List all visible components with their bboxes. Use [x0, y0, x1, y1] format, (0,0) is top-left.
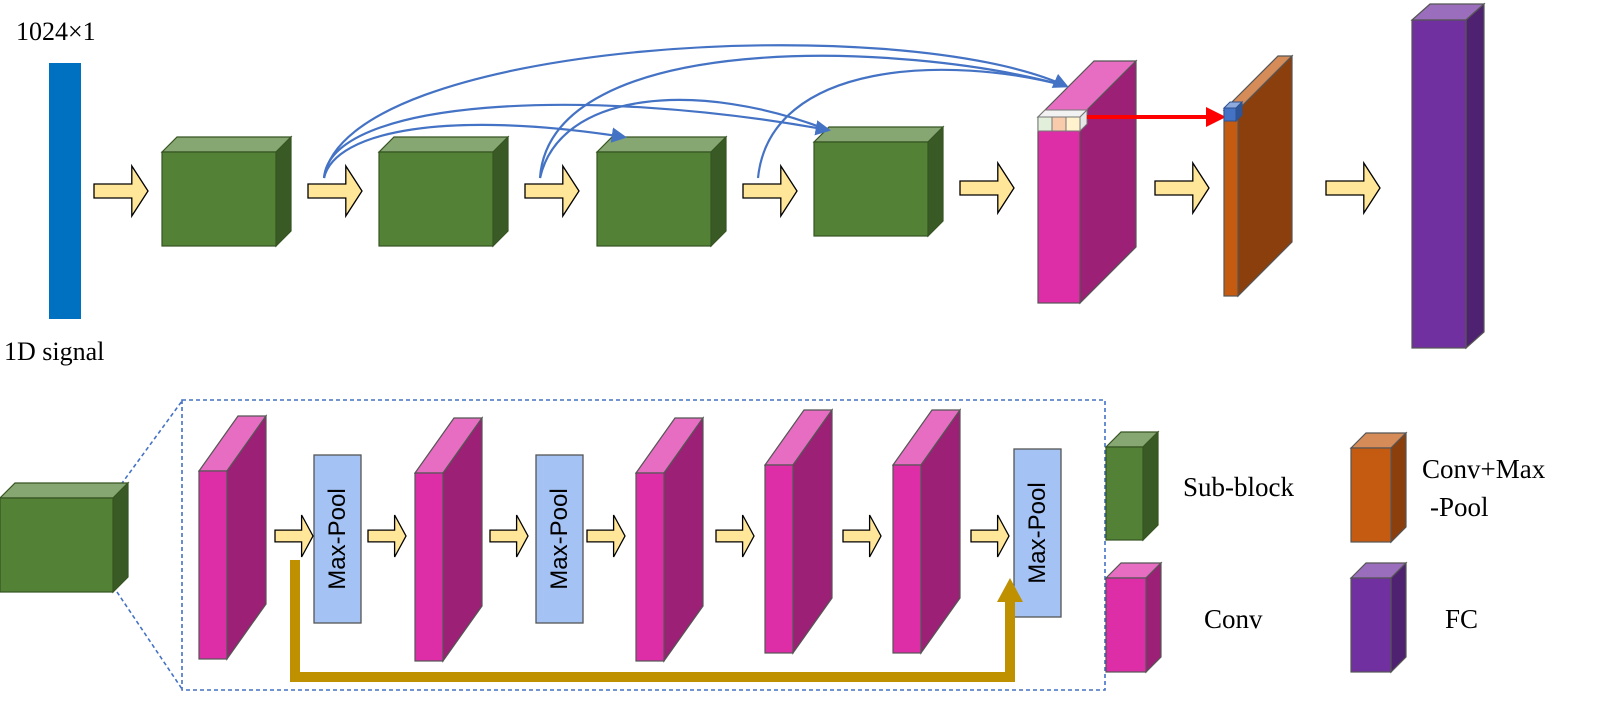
sub-block-2 [377, 135, 510, 248]
legend-label-sub-block: Sub-block [1183, 472, 1294, 502]
legend-label-conv-pool-line1: Conv+Max [1422, 454, 1546, 484]
detail-conv-3 [634, 416, 705, 663]
detail-flow-arrow-7 [970, 514, 1010, 558]
top-row-flow-arrows [93, 160, 1381, 219]
detail-conv-5 [891, 408, 962, 655]
detail-flow-arrow-6 [842, 514, 882, 558]
input-signal-bar [49, 63, 81, 319]
detail-conv-4 [763, 408, 834, 655]
detail-flow-arrow-5 [715, 514, 755, 558]
legend-swatch-conv [1104, 561, 1163, 674]
max-pool-label: Max-Pool [324, 488, 351, 589]
flow-arrow-5 [959, 160, 1015, 216]
sub-block-detail: Max-Pool Max-Pool Max-Pool [0, 408, 1062, 663]
sub-block-detail-frame [116, 399, 1106, 691]
legend-swatch-sub-block [1104, 430, 1160, 542]
residual-arrow-head [997, 578, 1023, 602]
skip-link-2-to-4 [538, 98, 829, 179]
detail-conv-1 [197, 414, 268, 661]
top-row-blocks [160, 2, 1486, 350]
fc-block [1410, 2, 1486, 350]
legend-swatch-conv-pool [1349, 431, 1408, 544]
pooled-cell [1222, 100, 1244, 123]
legend-label-conv-pool-line2: -Pool [1430, 492, 1489, 522]
max-pool-box-1: Max-Pool [313, 454, 362, 624]
sub-block-4 [812, 125, 945, 238]
detail-flow-arrow-1 [274, 514, 314, 558]
legend-swatch-fc [1349, 561, 1408, 674]
flow-arrow-4 [742, 163, 798, 219]
flow-arrow-3 [524, 163, 580, 219]
detail-flow-arrow-3 [489, 514, 529, 558]
flow-arrow-1 [93, 163, 149, 219]
sub-block-3 [595, 135, 728, 248]
input-caption: 1D signal [4, 337, 104, 366]
max-pool-label: Max-Pool [1024, 482, 1051, 583]
sub-block-1 [160, 135, 293, 248]
legend-label-fc: FC [1445, 604, 1478, 634]
flow-arrow-6 [1154, 160, 1210, 216]
legend-label-conv: Conv [1204, 604, 1263, 634]
dense-skip-connections [322, 44, 1069, 179]
sub-block-detail-source [0, 481, 130, 594]
input-dimension-label: 1024×1 [16, 17, 96, 46]
skip-link-2-to-conv [538, 54, 1067, 179]
conv-layer-block [1036, 59, 1138, 305]
skip-link-1-to-4 [322, 103, 832, 179]
feature-cells [1036, 108, 1089, 133]
max-pool-label: Max-Pool [546, 488, 573, 589]
max-pool-box-3: Max-Pool [1013, 448, 1062, 618]
max-pool-box-2: Max-Pool [535, 454, 584, 624]
skip-link-3-to-conv [756, 68, 1067, 179]
flow-arrow-7 [1325, 160, 1381, 216]
residual-arrow [290, 560, 1015, 682]
flow-arrow-2 [307, 163, 363, 219]
skip-link-1-to-conv [322, 44, 1069, 179]
conv-pool-block [1222, 54, 1294, 298]
detail-flow-arrow-2 [367, 514, 407, 558]
detail-conv-2 [413, 416, 484, 663]
detail-flow-arrow-4 [586, 514, 626, 558]
